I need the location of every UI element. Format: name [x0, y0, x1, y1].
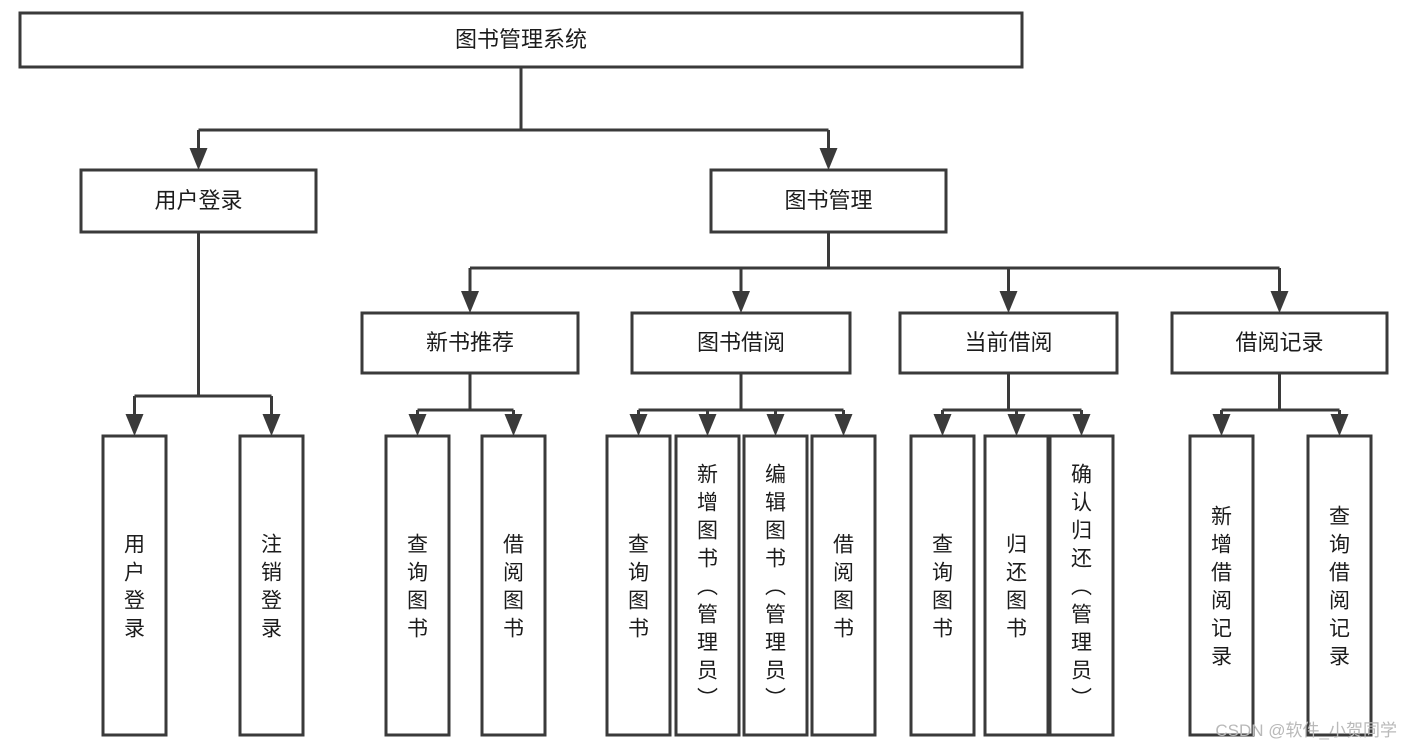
connector-layer — [125, 67, 1349, 436]
node-level2-1[interactable] — [709, 168, 948, 234]
arrow-head — [819, 148, 838, 170]
leaf-label: 查询图书 — [932, 534, 953, 641]
node-level3-1[interactable] — [630, 311, 852, 375]
node-leaf-9[interactable] — [983, 434, 1050, 737]
node-leaf-0[interactable] — [101, 434, 168, 737]
node-level3-3[interactable] — [1170, 311, 1389, 375]
arrow-head — [408, 414, 427, 436]
leaf-label: 查询图书 — [628, 534, 649, 641]
arrow-head — [732, 291, 750, 313]
node-label: 当前借阅 — [964, 330, 1052, 355]
watermark-text: CSDN @软件_小贺同学 — [1215, 721, 1397, 740]
node-label: 图书管理 — [784, 188, 872, 213]
node-leaf-12[interactable] — [1306, 434, 1373, 737]
arrow-head — [999, 291, 1018, 313]
node-leaf-5[interactable] — [674, 434, 741, 737]
node-root[interactable] — [18, 11, 1024, 69]
arrow-head — [504, 414, 523, 436]
arrow-head — [834, 414, 853, 436]
arrow-head — [189, 148, 208, 170]
node-leaf-3[interactable] — [480, 434, 547, 737]
node-leaf-8[interactable] — [909, 434, 976, 737]
node-label: 图书管理系统 — [455, 27, 587, 52]
node-label: 图书借阅 — [697, 330, 785, 355]
leaf-label: 编辑图书︵管理员︶ — [765, 464, 786, 711]
leaf-label: 注销登录 — [261, 534, 282, 641]
arrow-head — [262, 414, 281, 436]
arrow-head — [698, 414, 717, 436]
arrow-head — [629, 414, 648, 436]
arrow-head — [933, 414, 952, 436]
node-leaf-7[interactable] — [810, 434, 877, 737]
arrow-head — [1212, 414, 1231, 436]
node-label: 新书推荐 — [426, 330, 514, 355]
node-leaf-2[interactable] — [384, 434, 451, 737]
arrow-head — [1072, 414, 1091, 436]
node-leaf-10[interactable] — [1048, 434, 1115, 737]
node-layer: 图书管理系统用户登录图书管理新书推荐图书借阅当前借阅借阅记录用户登录注销登录查询… — [18, 11, 1389, 737]
node-leaf-6[interactable] — [742, 434, 809, 737]
node-leaf-4[interactable] — [605, 434, 672, 737]
leaf-label: 借阅图书 — [503, 534, 524, 641]
node-leaf-11[interactable] — [1188, 434, 1255, 737]
leaf-label: 确认归还︵管理员︶ — [1071, 464, 1092, 711]
arrow-head — [1270, 291, 1289, 313]
leaf-label: 新增借阅记录 — [1211, 506, 1232, 669]
leaf-label: 查询借阅记录 — [1329, 506, 1350, 669]
leaf-label: 借阅图书 — [833, 534, 854, 641]
leaf-label: 查询图书 — [407, 534, 428, 641]
arrow-head — [1007, 414, 1026, 436]
arrow-head — [766, 414, 785, 436]
arrow-head — [1330, 414, 1349, 436]
leaf-label: 归还图书 — [1006, 534, 1027, 641]
node-level3-2[interactable] — [898, 311, 1119, 375]
node-level2-0[interactable] — [79, 168, 318, 234]
node-label: 用户登录 — [154, 188, 242, 213]
node-level3-0[interactable] — [360, 311, 580, 375]
node-label: 借阅记录 — [1235, 330, 1323, 355]
leaf-label: 新增图书︵管理员︶ — [697, 464, 718, 711]
leaf-label: 用户登录 — [124, 534, 145, 641]
arrow-head — [461, 291, 479, 313]
node-leaf-1[interactable] — [238, 434, 305, 737]
arrow-head — [125, 414, 144, 436]
